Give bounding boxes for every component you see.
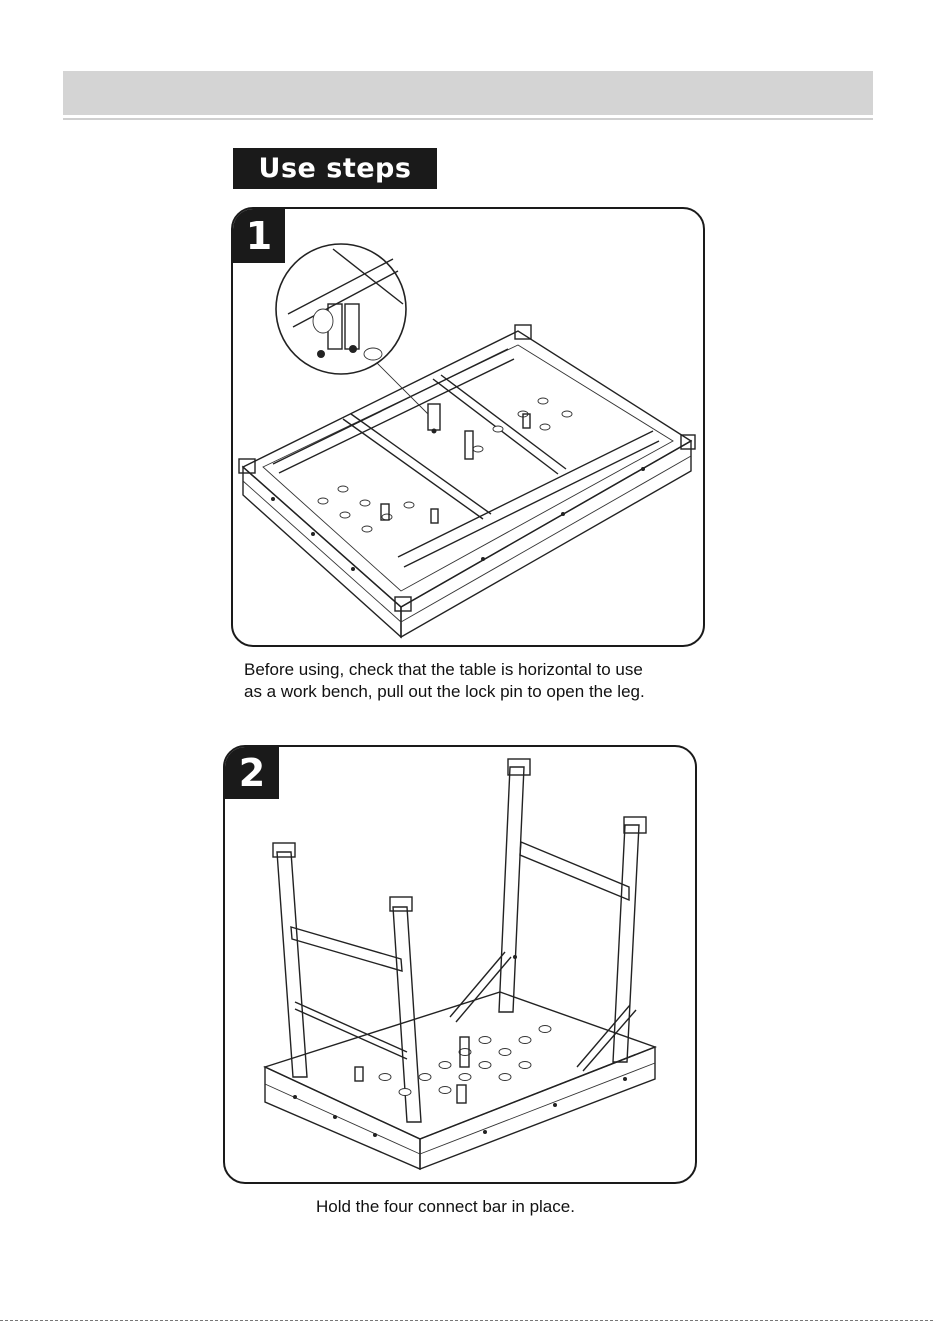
section-title: Use steps <box>233 148 437 189</box>
step-1-illustration <box>233 209 703 645</box>
table-with-legs-unfolded <box>265 759 655 1169</box>
step-2-number: 2 <box>225 747 279 799</box>
page-header-band <box>63 71 873 115</box>
step-1-panel: 1 <box>231 207 705 647</box>
page-bottom-divider <box>0 1320 933 1321</box>
step-2-caption: Hold the four connect bar in place. <box>316 1196 636 1218</box>
step-1-caption: Before using, check that the table is ho… <box>244 659 714 703</box>
lock-pin-detail-callout <box>276 244 428 414</box>
step-1-caption-line-2: as a work bench, pull out the lock pin t… <box>244 681 714 703</box>
step-1-number: 1 <box>233 209 285 263</box>
header-divider <box>63 118 873 120</box>
table-underside <box>239 325 695 637</box>
step-1-caption-line-1: Before using, check that the table is ho… <box>244 659 714 681</box>
step-2-illustration <box>225 747 695 1182</box>
step-2-panel: 2 <box>223 745 697 1184</box>
